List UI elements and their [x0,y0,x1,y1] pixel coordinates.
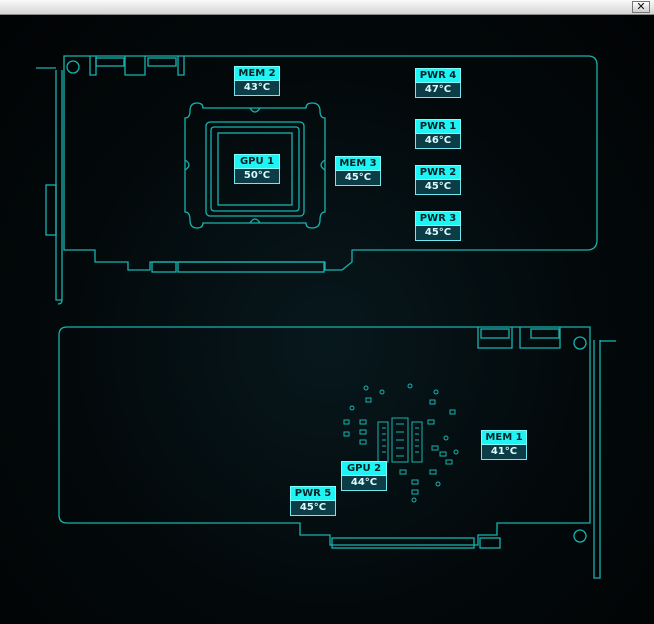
sensor-temp: 46°C [415,134,461,149]
sensor-temp: 41°C [481,445,527,460]
sensor-temp: 45°C [415,180,461,195]
sensor-name: GPU 2 [341,461,387,476]
sensor-name: PWR 3 [415,211,461,226]
sensor-name: PWR 2 [415,165,461,180]
sensor-temp: 43°C [234,81,280,96]
sensor-temp: 47°C [415,83,461,98]
sensor-pwr-1[interactable]: PWR 1 46°C [415,119,461,149]
sensor-temp: 45°C [290,501,336,516]
sensor-name: MEM 1 [481,430,527,445]
sensor-mem-3[interactable]: MEM 3 45°C [335,156,381,186]
sensor-name: GPU 1 [234,154,280,169]
sensor-name: MEM 3 [335,156,381,171]
board-diagram [36,55,616,579]
close-icon[interactable]: ✕ [632,1,650,13]
sensor-temp: 50°C [234,169,280,184]
top-card-outline [36,55,598,305]
sensor-pwr-4[interactable]: PWR 4 47°C [415,68,461,98]
bottom-card-outline [58,326,616,579]
sensor-temp: 44°C [341,476,387,491]
sensor-name: MEM 2 [234,66,280,81]
sensor-temp: 45°C [415,226,461,241]
title-bar[interactable]: ✕ [0,0,654,15]
sensor-gpu-2[interactable]: GPU 2 44°C [341,461,387,491]
sensor-pwr-3[interactable]: PWR 3 45°C [415,211,461,241]
sensor-mem-1[interactable]: MEM 1 41°C [481,430,527,460]
sensor-pwr-5[interactable]: PWR 5 45°C [290,486,336,516]
sensor-name: PWR 4 [415,68,461,83]
sensor-pwr-2[interactable]: PWR 2 45°C [415,165,461,195]
sensor-gpu-1[interactable]: GPU 1 50°C [234,154,280,184]
sensor-mem-2[interactable]: MEM 2 43°C [234,66,280,96]
sensor-temp: 45°C [335,171,381,186]
sensor-name: PWR 5 [290,486,336,501]
sensor-name: PWR 1 [415,119,461,134]
